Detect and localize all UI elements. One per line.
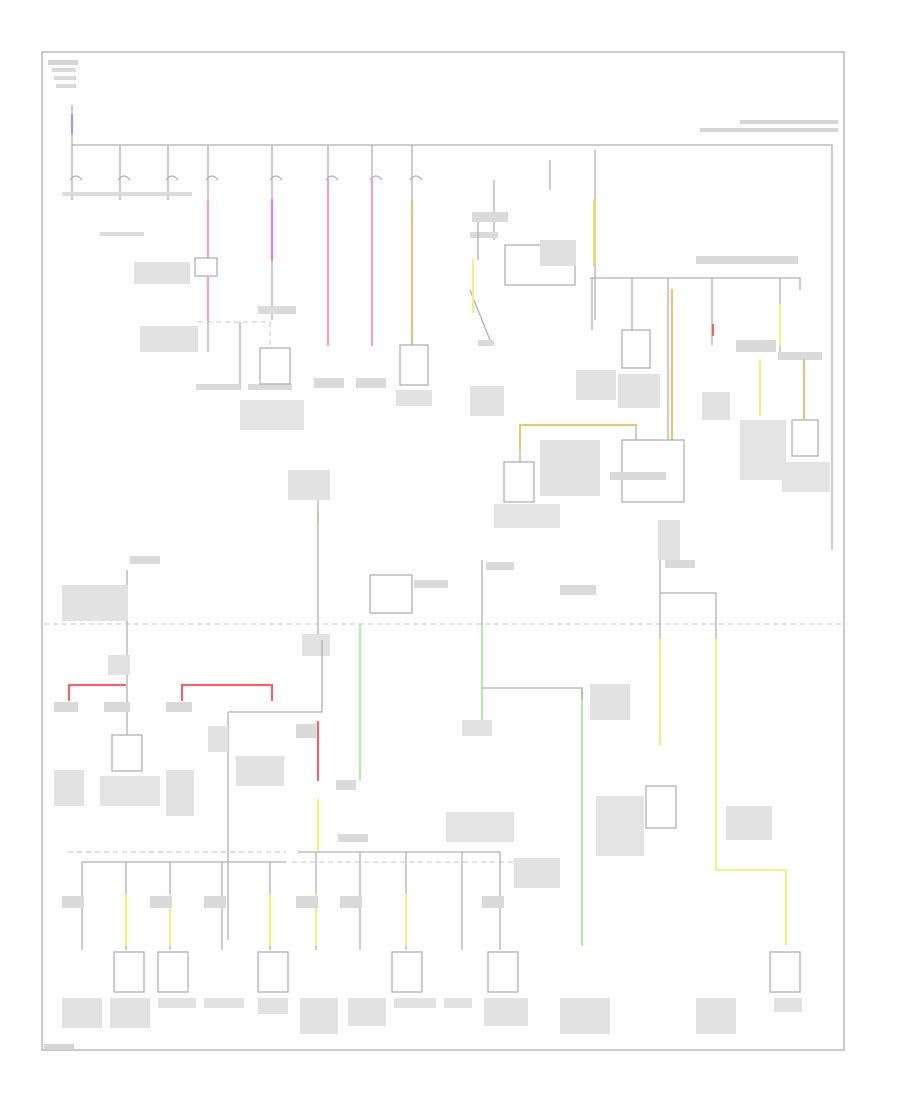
bottom-components xyxy=(113,951,801,993)
top-bus-wire xyxy=(72,144,833,550)
component-box-2 xyxy=(399,344,429,386)
component-box-5 xyxy=(503,461,535,503)
red-wire-2 xyxy=(180,683,274,702)
component-box-6 xyxy=(621,439,685,503)
fuse-row xyxy=(62,175,423,236)
component-box-4 xyxy=(791,419,819,457)
connector-block-1 xyxy=(194,257,218,277)
component-box-3 xyxy=(621,329,651,369)
diagram-frame xyxy=(41,51,845,1051)
bottom-drop-wires xyxy=(81,852,501,950)
mid-lower-bus xyxy=(228,640,323,713)
bottom-labels xyxy=(44,998,802,1049)
right-upper-bus xyxy=(590,277,801,290)
relay-area xyxy=(469,212,576,416)
top-left-switch-block xyxy=(48,60,78,145)
relay-box-mid xyxy=(369,574,413,614)
component-box-7 xyxy=(645,785,677,829)
component-box-8 xyxy=(111,734,143,772)
red-wire-1 xyxy=(67,683,127,702)
component-box-1 xyxy=(259,347,291,385)
